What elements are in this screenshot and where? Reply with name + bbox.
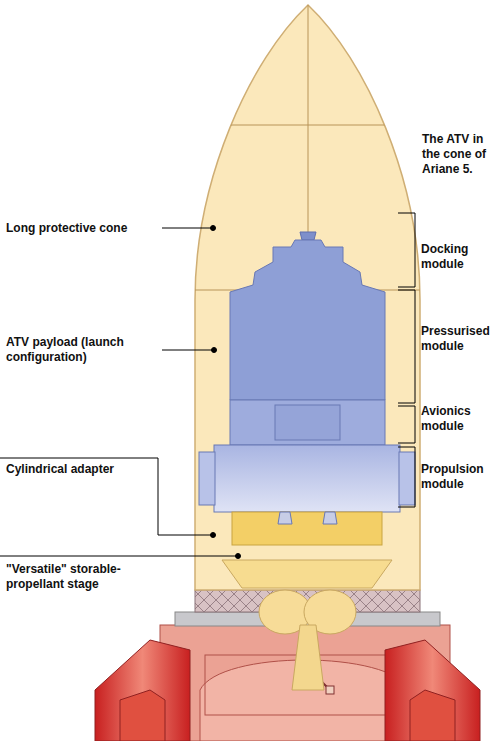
part-label: Long protective cone	[6, 221, 160, 236]
part-label: Cylindrical adapter	[6, 462, 156, 477]
module-label: Pressurised module	[421, 324, 499, 354]
module-label: Propulsion module	[421, 462, 499, 492]
figure-title: The ATV in the cone of Ariane 5.	[422, 132, 498, 177]
module-label: Avionics module	[421, 404, 499, 434]
part-label: "Versatile" storable-propellant stage	[6, 562, 136, 592]
part-label: ATV payload (launch configuration)	[6, 335, 156, 365]
module-label: Docking module	[421, 242, 499, 272]
